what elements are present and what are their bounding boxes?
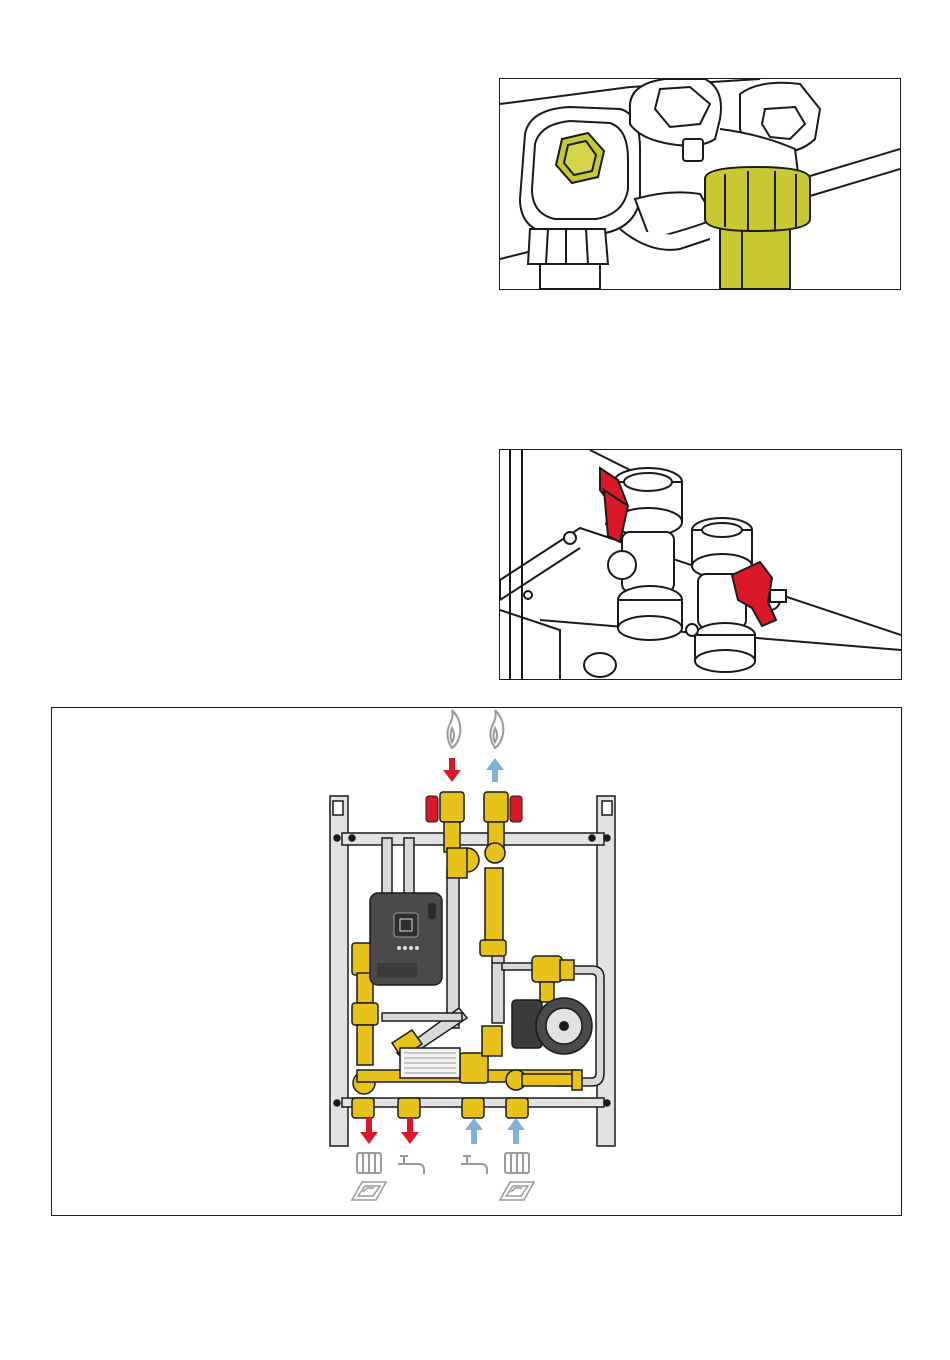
tap-icon — [398, 1156, 424, 1174]
circulation-pump — [512, 998, 592, 1054]
ball-valves-figure — [499, 449, 902, 680]
heating-return-in-arrow — [507, 1118, 525, 1144]
gas-flame-icon — [490, 710, 503, 748]
inlet-valve-left — [440, 792, 464, 822]
cold-in-arrow — [465, 1118, 483, 1144]
underfloor-heating-icon — [352, 1182, 386, 1200]
radiator-icon — [505, 1153, 529, 1173]
ball-valves-drawing — [500, 450, 901, 679]
fitting-detail-figure — [499, 78, 901, 290]
return-out-arrow — [486, 758, 504, 782]
radiator-icon — [357, 1153, 381, 1173]
supply-in-arrow — [443, 758, 461, 782]
heating-out-arrow — [360, 1118, 378, 1144]
fitting-detail-drawing — [500, 79, 900, 289]
plate-heat-exchanger — [400, 1048, 460, 1078]
dhw-out-arrow — [401, 1118, 419, 1144]
vertical-brass-pipe — [485, 868, 503, 948]
frame-rail-left — [330, 796, 348, 1146]
tap-icon — [461, 1156, 487, 1174]
valve-handle-top-right — [510, 796, 522, 822]
gas-flame-icon — [447, 710, 460, 748]
valve-handle-top-left — [426, 796, 438, 822]
inlet-valve-right — [484, 792, 508, 822]
highlighted-nut — [705, 167, 810, 231]
underfloor-heating-icon — [500, 1182, 534, 1200]
hydraulic-module-drawing — [52, 708, 901, 1215]
controller-unit — [370, 893, 442, 985]
hydraulic-module-figure — [51, 707, 902, 1216]
